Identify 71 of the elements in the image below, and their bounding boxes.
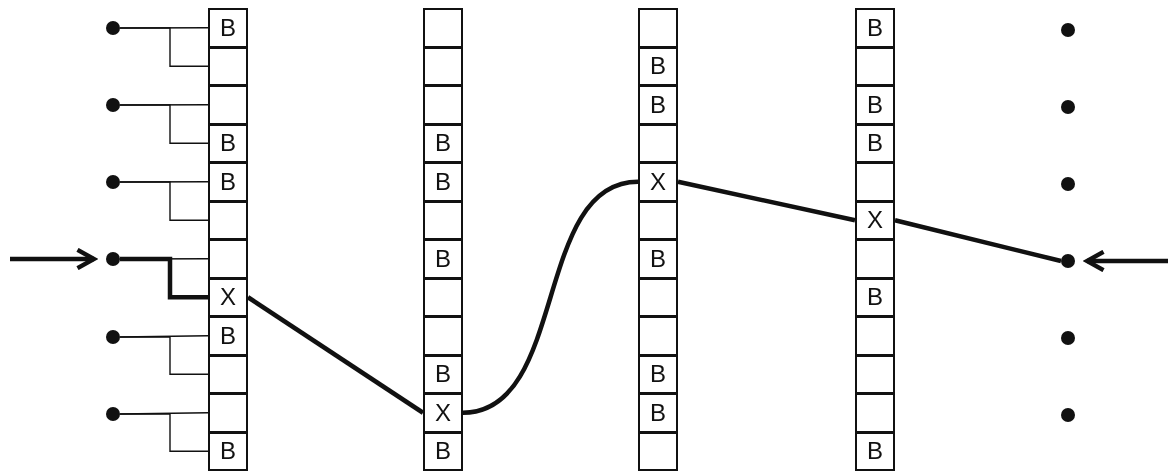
connection-line xyxy=(120,256,208,300)
crosspoint-cell xyxy=(638,316,678,356)
terminal-dot xyxy=(106,407,120,421)
crosspoint-cell: B xyxy=(638,46,678,86)
connection-line xyxy=(119,27,209,67)
crosspoint-cell xyxy=(208,200,248,240)
crosspoint-cell: B xyxy=(423,239,463,279)
connection-line xyxy=(677,179,856,223)
crosspoint-cell: B xyxy=(208,8,248,48)
terminal-dot xyxy=(106,330,120,344)
crosspoint-cell xyxy=(855,393,895,433)
crosspoint-cell: X xyxy=(638,162,678,202)
crosspoint-cell: B xyxy=(423,123,463,163)
crosspoint-cell xyxy=(855,46,895,86)
crosspoint-cell xyxy=(638,200,678,240)
crosspoint-cell: B xyxy=(423,162,463,202)
crosspoint-cell xyxy=(208,393,248,433)
crosspoint-cell xyxy=(638,8,678,48)
connection-line xyxy=(119,181,209,221)
terminal-dot xyxy=(1061,177,1075,191)
crosspoint-cell: X xyxy=(855,200,895,240)
arrow xyxy=(1084,249,1168,273)
crosspoint-cell xyxy=(423,85,463,125)
crosspoint-cell: B xyxy=(208,316,248,356)
arrow xyxy=(10,247,97,271)
crosspoint-cell xyxy=(423,316,463,356)
terminal-dot xyxy=(1061,100,1075,114)
crosspoint-cell: X xyxy=(208,277,248,317)
crosspoint-cell xyxy=(423,8,463,48)
crosspoint-cell xyxy=(208,46,248,86)
terminal-dot xyxy=(1061,408,1075,422)
crosspoint-cell xyxy=(208,239,248,279)
crosspoint-cell: B xyxy=(855,123,895,163)
crosspoint-cell xyxy=(208,354,248,394)
crosspoint-cell xyxy=(423,277,463,317)
crosspoint-cell xyxy=(638,123,678,163)
crosspoint-cell xyxy=(423,200,463,240)
connection-line xyxy=(894,218,1062,264)
terminal-dot xyxy=(1061,23,1075,37)
crosspoint-cell xyxy=(638,431,678,471)
connection-line xyxy=(119,413,209,452)
crosspoint-cell: B xyxy=(855,85,895,125)
crosspoint-cell: B xyxy=(423,354,463,394)
crosspoint-cell: B xyxy=(208,162,248,202)
connection-line xyxy=(462,179,639,415)
terminal-dot xyxy=(1061,331,1075,345)
terminal-dot xyxy=(106,21,120,35)
connection-line xyxy=(119,336,209,375)
crosspoint-cell xyxy=(638,277,678,317)
crosspoint-cell xyxy=(855,162,895,202)
crosspoint-cell: B xyxy=(855,277,895,317)
connection-line xyxy=(119,104,209,144)
crosspoint-cell xyxy=(855,316,895,356)
crosspoint-cell xyxy=(855,239,895,279)
crosspoint-cell xyxy=(423,46,463,86)
crosspoint-cell: B xyxy=(638,239,678,279)
crosspoint-cell: B xyxy=(638,393,678,433)
crosspoint-cell: B xyxy=(638,354,678,394)
crosspoint-cell: X xyxy=(423,393,463,433)
crosspoint-cell xyxy=(208,85,248,125)
terminal-dot xyxy=(1061,254,1075,268)
crosspoint-cell: B xyxy=(423,431,463,471)
crosspoint-cell: B xyxy=(855,8,895,48)
crosspoint-cell: B xyxy=(638,85,678,125)
terminal-dot xyxy=(106,252,120,266)
crosspoint-cell: B xyxy=(208,431,248,471)
crosspoint-cell: B xyxy=(855,431,895,471)
crosspoint-cell: B xyxy=(208,123,248,163)
crosspoint-cell xyxy=(855,354,895,394)
terminal-dot xyxy=(106,175,120,189)
terminal-dot xyxy=(106,98,120,112)
